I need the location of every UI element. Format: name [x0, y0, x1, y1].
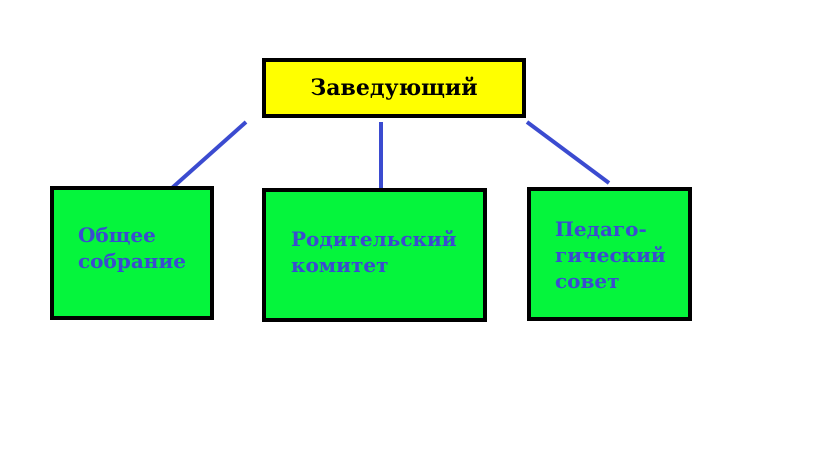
head-box: Заведующий [262, 58, 526, 118]
pedagogical-council-box: Педаго- гический совет [527, 187, 692, 321]
general-meeting-label: Общее собрание [78, 223, 186, 273]
head-label: Заведующий [310, 75, 478, 101]
pedagogical-council-label: Педаго- гический совет [555, 217, 666, 293]
connector-to-general-meeting [170, 120, 248, 190]
general-meeting-box: Общее собрание [50, 186, 214, 320]
parents-committee-box: Родительский комитет [262, 188, 487, 322]
connector-to-pedagogical-council [525, 120, 611, 185]
parents-committee-label: Родительский комитет [291, 227, 457, 277]
